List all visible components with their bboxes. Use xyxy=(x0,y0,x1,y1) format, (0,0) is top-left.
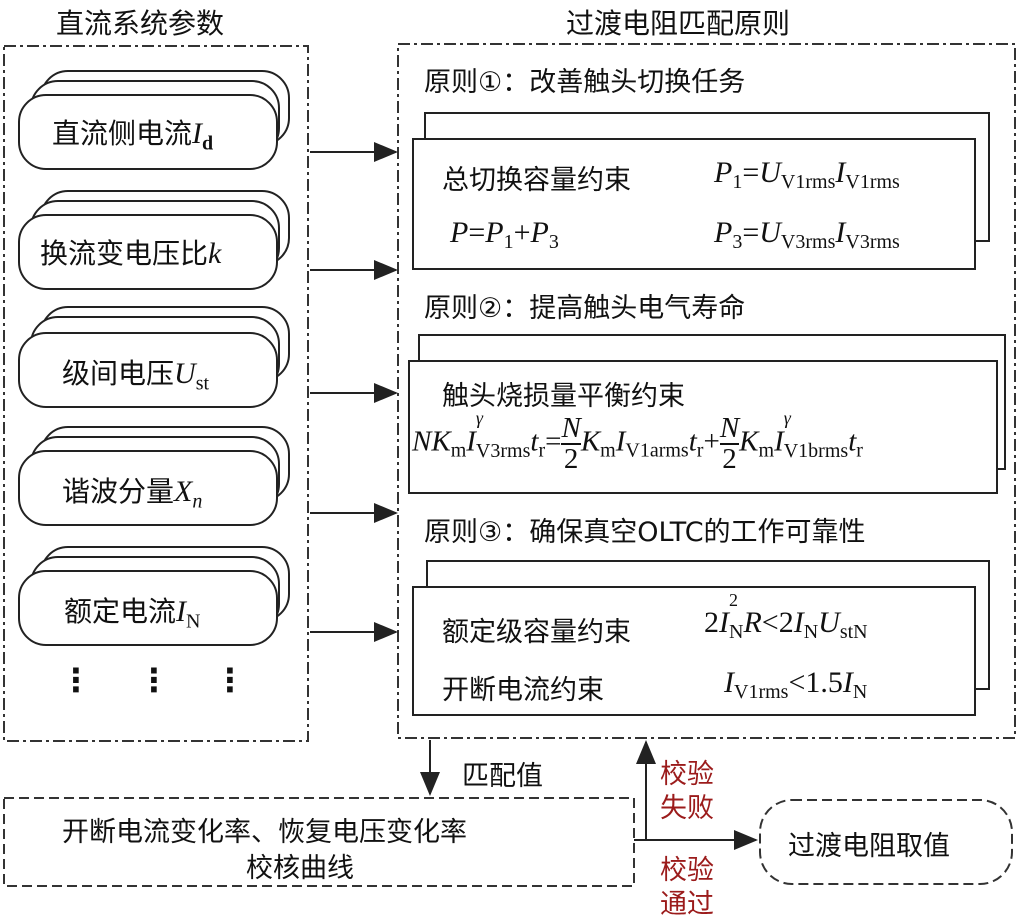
check-fail-label-2: 失败 xyxy=(660,793,714,824)
right-frame xyxy=(397,43,1016,739)
principle-2-box xyxy=(408,360,998,494)
match-value-label: 匹配值 xyxy=(462,761,543,792)
result-transition-resistance: 过渡电阻取值 xyxy=(788,831,950,862)
check-curve-line-1: 开断电流变化率、恢复电压变化率 xyxy=(62,817,467,848)
constraint-breaking-current: 开断电流约束 xyxy=(442,675,604,706)
ellipsis-2: ⋮ xyxy=(138,661,170,699)
equation-p1: P1=UV1rmsIV1rms xyxy=(714,156,900,193)
principle-2-heading: 原则②：提高触头电气寿命 xyxy=(424,293,746,324)
principle-3-heading: 原则③：确保真空OLTC的工作可靠性 xyxy=(424,517,866,548)
equation-breaking-current: IV1rms<1.5IN xyxy=(724,666,868,703)
principle-1-box xyxy=(412,138,976,270)
check-fail-label-1: 校验 xyxy=(660,759,714,790)
check-pass-label-1: 校验 xyxy=(660,855,714,886)
check-box-frame xyxy=(3,797,635,887)
left-frame xyxy=(3,45,309,742)
ellipsis-1: ⋮ xyxy=(60,661,92,699)
check-curve-line-2: 校核曲线 xyxy=(246,853,354,884)
constraint-contact-erosion: 触头烧损量平衡约束 xyxy=(442,381,685,412)
ellipsis-3: ⋮ xyxy=(214,661,246,699)
principle-3-box xyxy=(412,586,976,716)
constraint-rated-step: 额定级容量约束 xyxy=(442,617,631,648)
constraint-total-capacity: 总切换容量约束 xyxy=(442,165,631,196)
principle-1-heading: 原则①：改善触头切换任务 xyxy=(424,67,746,98)
param-label: 直流侧电流 xyxy=(52,117,193,150)
equation-p3: P3=UV3rmsIV3rms xyxy=(714,216,900,253)
right-panel-title: 过渡电阻匹配原则 xyxy=(566,7,791,40)
equation-p: P=P1+P3 xyxy=(450,216,559,253)
check-pass-label-2: 通过 xyxy=(660,889,714,920)
result-box-frame xyxy=(759,799,1013,885)
left-panel-title: 直流系统参数 xyxy=(56,7,225,40)
